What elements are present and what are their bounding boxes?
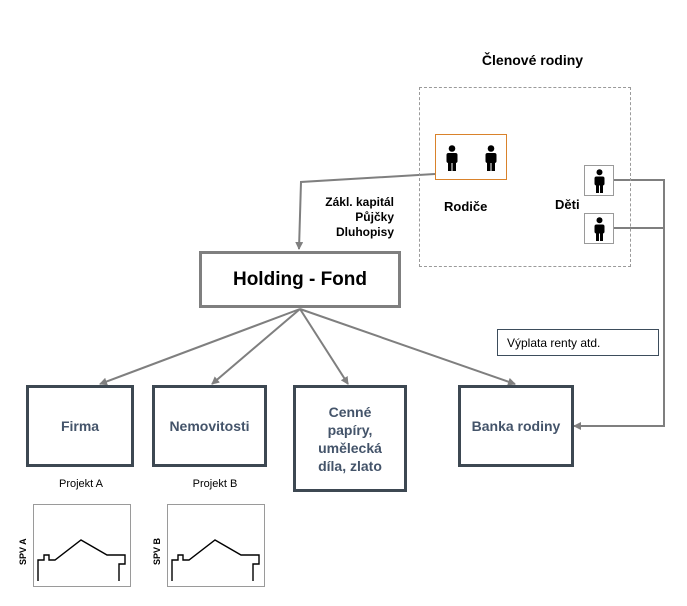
children-to-bank-connector [573, 179, 665, 430]
node-label: Banka rodiny [471, 418, 561, 434]
payout-label: Výplata renty atd. [507, 335, 601, 350]
firma-node: Firma [26, 385, 134, 467]
spv-a-label: SPV A [18, 538, 28, 565]
house-icon [37, 539, 126, 581]
node-label: Cenné papíry, umělecká díla, zlato [318, 403, 382, 474]
holding-fund-node: Holding - Fond [199, 251, 401, 308]
holding-to-cenne-papiry-connector [299, 308, 349, 385]
family-members-frame [419, 87, 631, 267]
child-box [584, 213, 614, 244]
holding-to-firma-connector [99, 308, 301, 386]
capital-flow-labels: Zákl. kapitál Půjčky Dluhopisy [300, 195, 394, 240]
capital-flow-item: Zákl. kapitál [325, 195, 394, 209]
holding-to-nemovitosti-connector [211, 308, 301, 385]
capital-flow-item: Dluhopisy [335, 225, 394, 239]
project-b-label: Projekt B [192, 478, 238, 490]
payout-label-box: Výplata renty atd. [497, 329, 659, 356]
person-icon [446, 145, 458, 171]
spv-a-frame [33, 504, 131, 587]
family-title: Členové rodiny [481, 52, 584, 68]
nemovitosti-node: Nemovitosti [152, 385, 267, 467]
person-icon [485, 145, 497, 171]
spv-b-label: SPV B [152, 537, 162, 565]
person-icon [594, 217, 605, 241]
node-label: Nemovitosti [169, 418, 250, 434]
node-label: Firma [60, 418, 100, 434]
cenne-papiry-node: Cenné papíry, umělecká díla, zlato [293, 385, 407, 492]
spv-b-frame [167, 504, 265, 587]
project-a-label: Projekt A [58, 478, 104, 490]
holding-to-banka-connector [299, 308, 516, 386]
holding-label: Holding - Fond [232, 268, 367, 290]
parents-box [435, 134, 507, 180]
children-label: Děti [555, 197, 580, 212]
capital-flow-item: Půjčky [355, 210, 394, 224]
parents-to-holding-connector [295, 173, 436, 250]
parents-label: Rodiče [444, 199, 488, 214]
person-icon [594, 169, 605, 193]
child-box [584, 165, 614, 196]
house-icon [171, 539, 260, 581]
banka-rodiny-node: Banka rodiny [458, 385, 574, 467]
